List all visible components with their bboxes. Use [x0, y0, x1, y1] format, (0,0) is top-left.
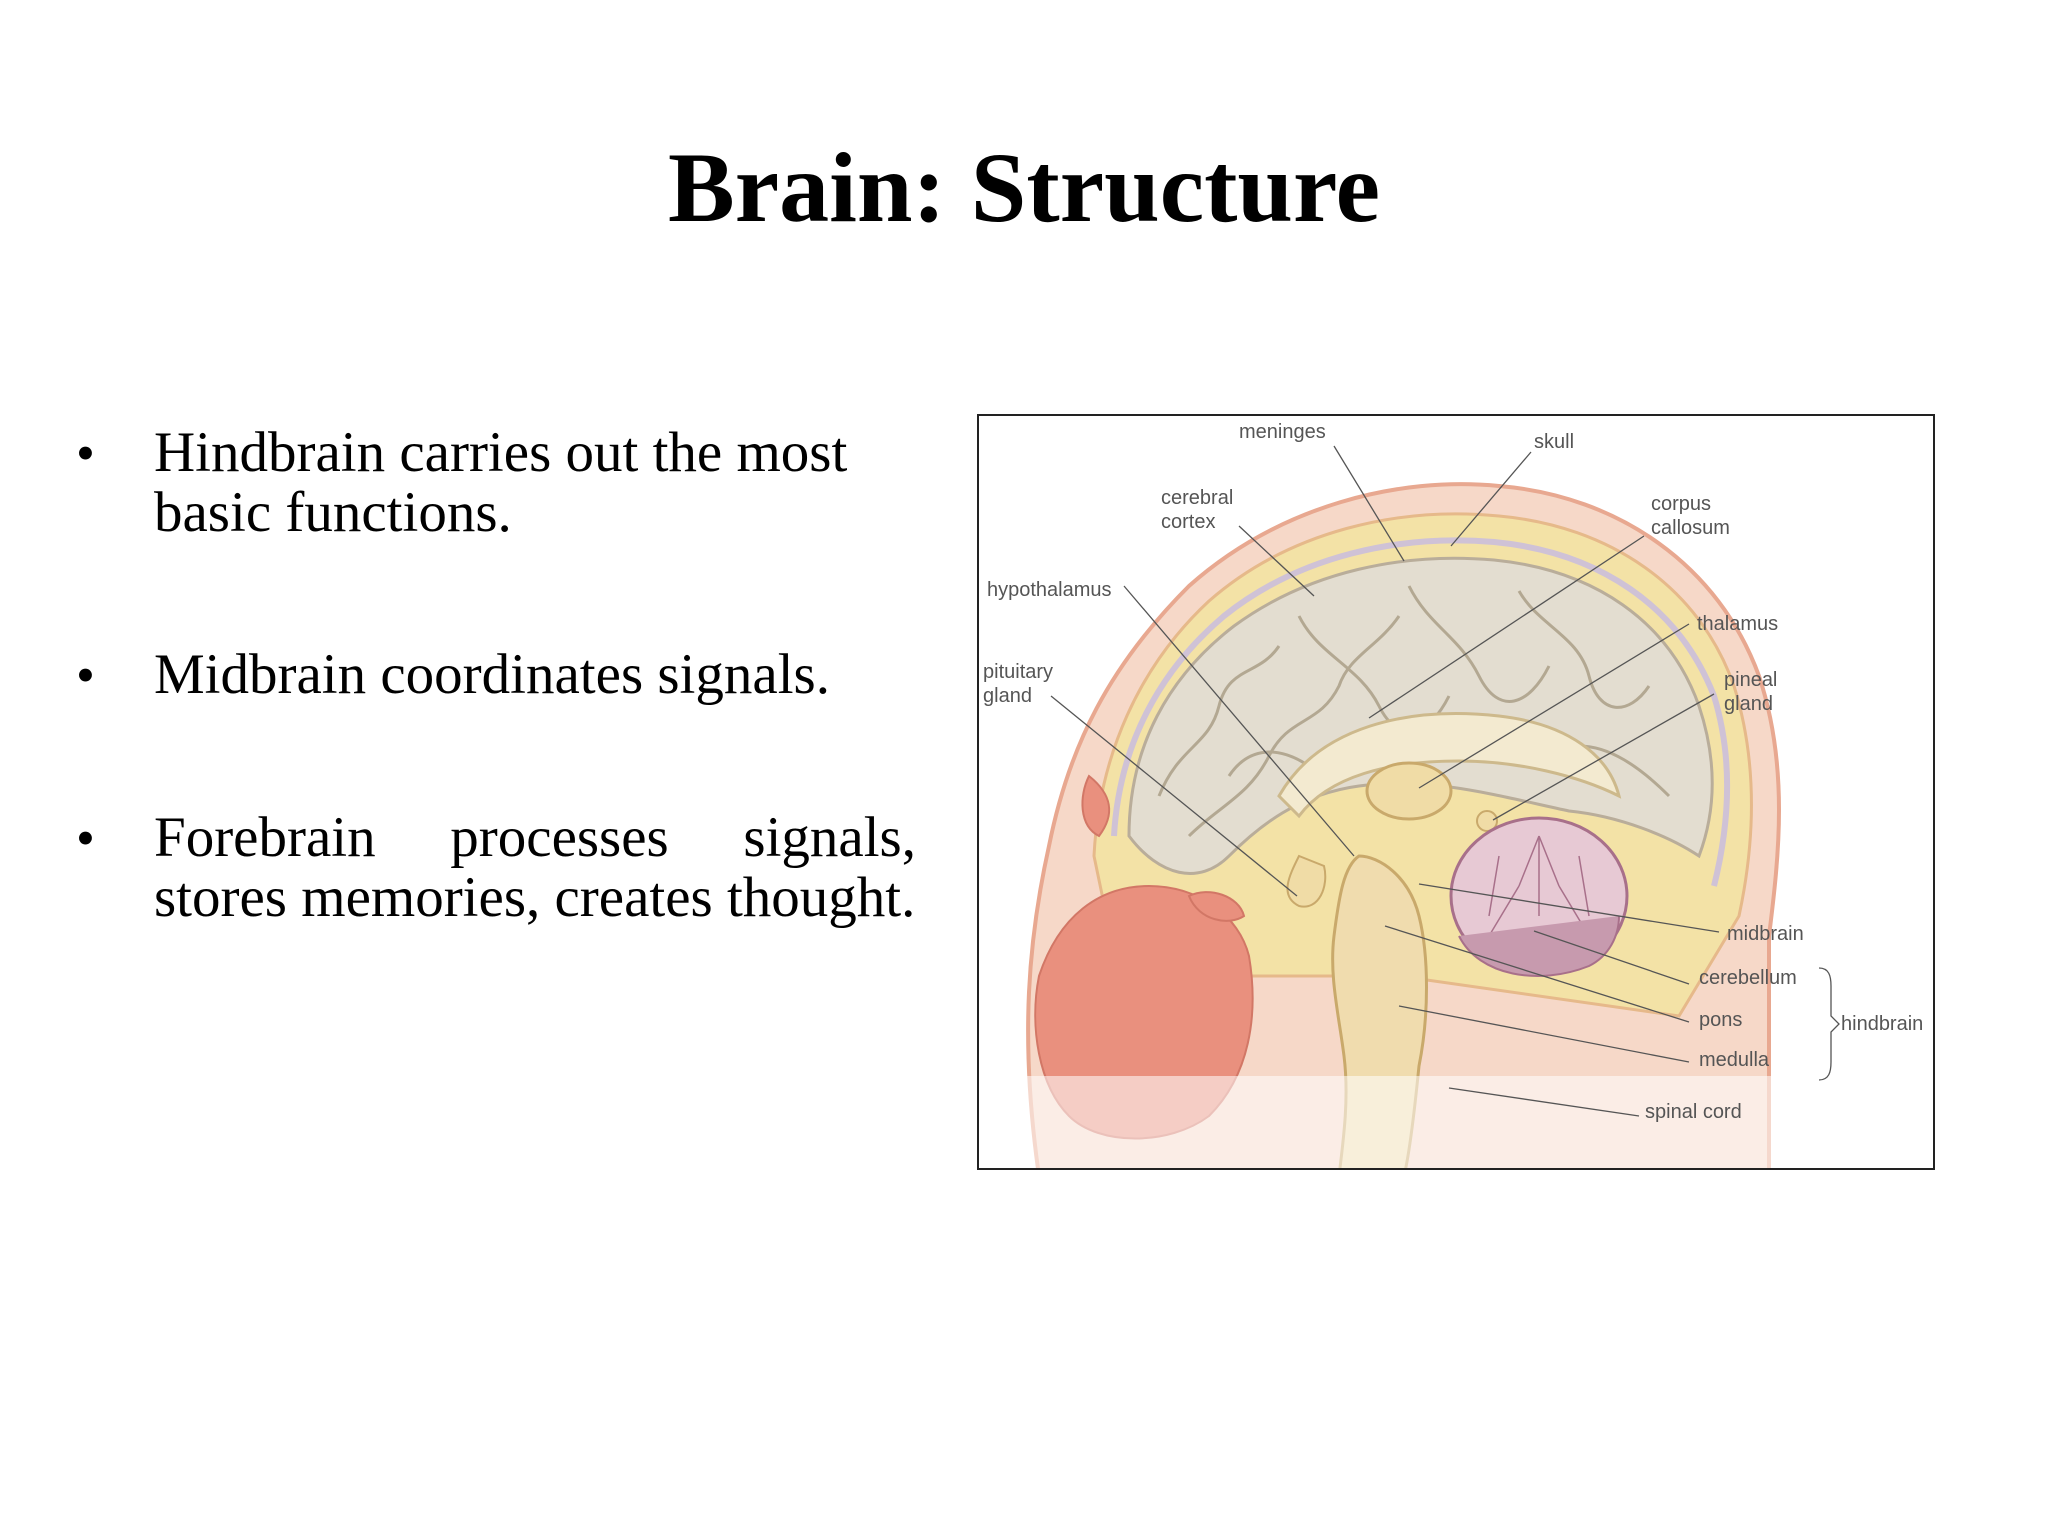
slide-title: Brain: Structure [668, 132, 1380, 243]
label-hypothalamus: hypothalamus [987, 579, 1112, 601]
label-hindbrain: hindbrain [1841, 1013, 1923, 1035]
bullet-marker: • [76, 423, 95, 483]
leader-lines [1050, 445, 1840, 1117]
meninges-layer [1111, 537, 1731, 887]
sinus [1081, 774, 1111, 838]
cerebellum-lower [1458, 915, 1620, 977]
label-cerebellum: cerebellum [1699, 967, 1797, 989]
label-pituitary-gland-line1: pituitary [983, 661, 1053, 683]
thalamus-shape [1365, 761, 1453, 821]
bullet-marker: • [76, 645, 95, 705]
brain-diagram: meninges skull cerebral cortex corpus ca… [977, 414, 1935, 1170]
label-medulla: medulla [1699, 1049, 1770, 1071]
label-corpus-callosum-line1: corpus [1651, 493, 1711, 515]
sphenoid-sinus [1187, 891, 1246, 922]
bullet-text-hindbrain: Hindbrain carries out the most basic fun… [154, 421, 848, 544]
label-pituitary-gland-line2: gland [983, 685, 1032, 707]
bullet-text-midbrain: Midbrain coordinates signals. [154, 643, 830, 706]
bullet-marker: • [76, 808, 95, 868]
neck-fade [979, 1076, 1933, 1168]
diagram-labels: meninges skull cerebral cortex corpus ca… [983, 421, 1923, 1123]
label-spinal-cord: spinal cord [1645, 1101, 1742, 1123]
label-thalamus: thalamus [1697, 613, 1778, 635]
bullet-item: • Midbrain coordinates signals. [0, 645, 920, 845]
label-corpus-callosum-line2: callosum [1651, 517, 1730, 539]
label-cerebral-cortex-line1: cerebral [1161, 487, 1233, 509]
bullet-item: • Hindbrain carries out the most basic f… [0, 423, 920, 623]
label-skull: skull [1534, 431, 1574, 453]
label-midbrain: midbrain [1727, 923, 1804, 945]
bullet-item: • Forebrain processes signals, stores me… [0, 808, 920, 1008]
label-pons: pons [1699, 1009, 1742, 1031]
pituitary-shape [1286, 854, 1327, 908]
label-cerebral-cortex-line2: cortex [1161, 511, 1215, 533]
bullet-text-forebrain: Forebrain processes signals, stores memo… [154, 806, 916, 929]
label-pineal-gland-line2: gland [1724, 693, 1773, 715]
pineal-shape [1476, 810, 1498, 832]
label-meninges: meninges [1239, 421, 1326, 443]
label-pineal-gland-line1: pineal [1724, 669, 1777, 691]
brain-illustration: meninges skull cerebral cortex corpus ca… [979, 421, 1933, 1168]
